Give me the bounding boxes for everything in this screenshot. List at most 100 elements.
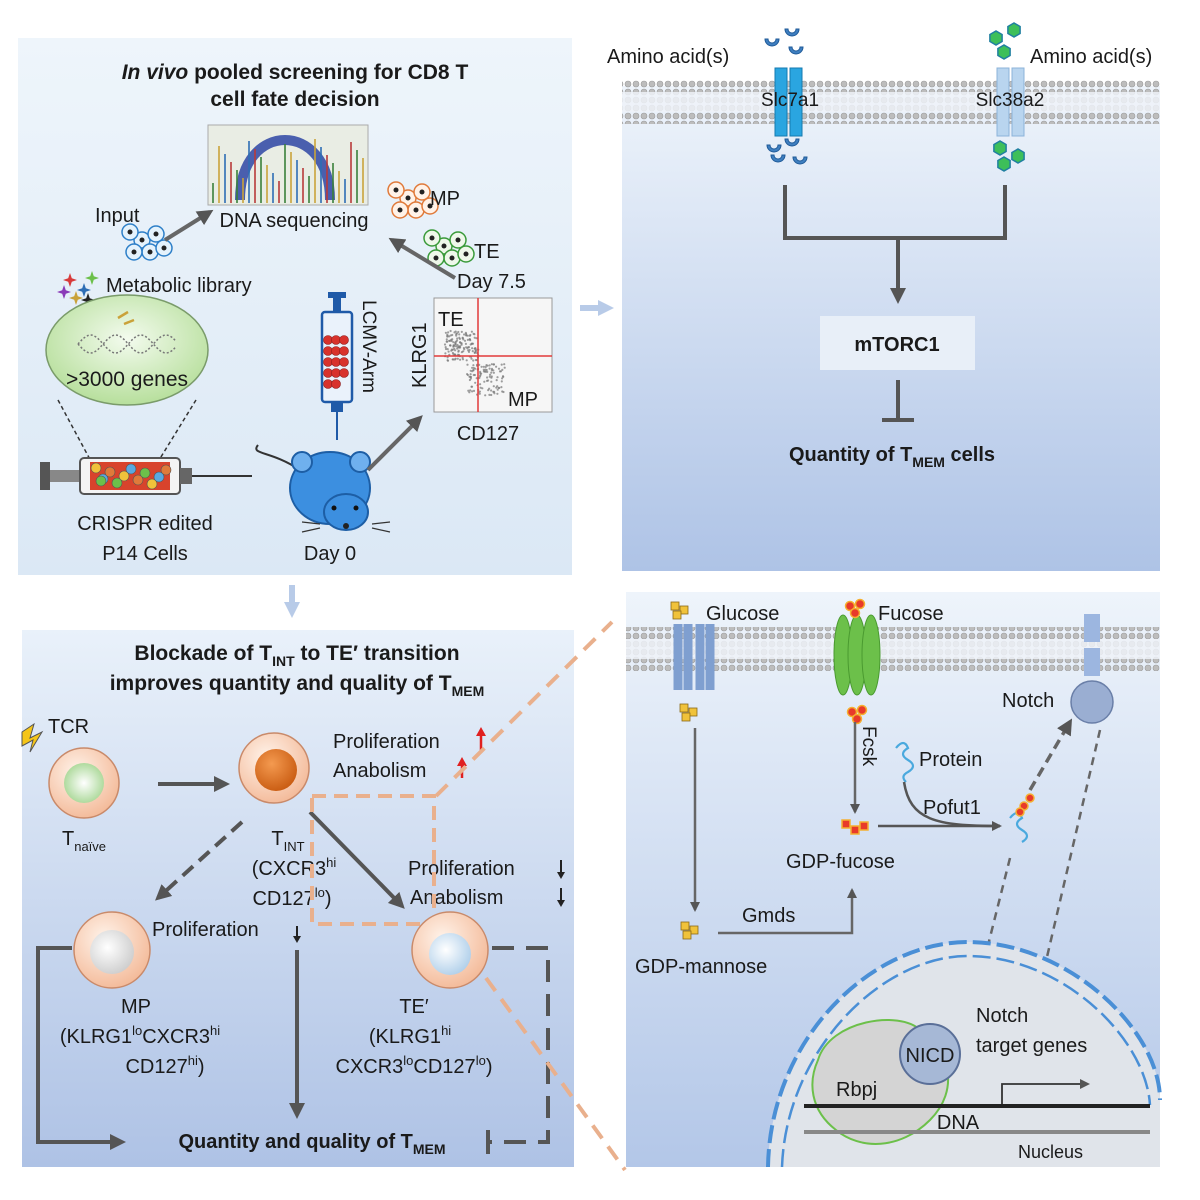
mp-label: MP xyxy=(430,188,460,210)
protein-label: Protein xyxy=(919,749,982,771)
amino-acid-right-label: Amino acid(s) xyxy=(1030,46,1152,68)
te-prime-label: TE′ xyxy=(399,996,429,1018)
gdp-mannose-label: GDP-mannose xyxy=(635,956,767,978)
gdp-mannose-icon xyxy=(680,921,699,940)
nucleus-membrane-outer xyxy=(766,939,1162,1168)
arrow-tint-to-te xyxy=(308,810,405,909)
mtorc1-label: mTORC1 xyxy=(854,334,939,356)
nucleus-label: Nucleus xyxy=(1018,1142,1083,1162)
scissors-icon xyxy=(117,310,135,326)
mtorc1-box xyxy=(820,316,975,370)
zoom-line-right xyxy=(155,399,197,466)
nicd-label: NICD xyxy=(906,1045,955,1067)
panel-b-amino-acids: Amino acid(s) Amino acid(s) Slc7a1 Slc38… xyxy=(607,22,1160,571)
nucleus-membrane-inner xyxy=(780,954,1152,1168)
mp-cell-label: MP xyxy=(121,996,151,1018)
nicd-protein xyxy=(899,1023,961,1085)
crispr-label-line2: P14 Cells xyxy=(102,543,188,565)
tint-nucleus xyxy=(255,749,297,791)
anabolism-up-label: Anabolism xyxy=(333,760,426,782)
protein-icon xyxy=(895,741,915,783)
mp-cell-cluster xyxy=(387,181,439,219)
transporter-connector xyxy=(783,185,1007,240)
panel-a-title-line2: cell fate decision xyxy=(210,88,379,111)
amino-acid-left-label: Amino acid(s) xyxy=(607,46,729,68)
glucose-icons xyxy=(670,601,698,722)
mp-klrg1-label: (KLRG1loCXCR3hi xyxy=(60,1023,220,1048)
metabolic-library-label: Metabolic library xyxy=(106,275,252,297)
arrow-input-to-sequencing xyxy=(163,209,214,242)
flow-cytometry-plot xyxy=(433,297,553,413)
proliferation-down-right-label: Proliferation xyxy=(408,858,515,880)
glucose-label: Glucose xyxy=(706,603,779,625)
tint-cd127-label: CD127lo) xyxy=(252,885,331,910)
gdp-fucose-icon xyxy=(841,819,869,835)
te-cell-cluster xyxy=(423,229,475,267)
arrow-to-notch-dashed xyxy=(1028,718,1073,791)
arrow-mouse-to-flow xyxy=(366,415,423,472)
metabolic-library-icon xyxy=(57,271,99,307)
flow-te-label: TE xyxy=(438,309,464,331)
mp-nucleus xyxy=(90,930,134,974)
amino-acid-hexagon-icons xyxy=(989,22,1025,172)
amino-acid-cup-icons xyxy=(764,28,808,165)
panel-c-transition: Blockade of TINT to TE′ transition impro… xyxy=(21,630,574,1167)
proliferation-up-label: Proliferation xyxy=(333,731,440,753)
dna-label: DNA xyxy=(937,1112,980,1134)
sequencing-image xyxy=(207,124,369,206)
lcmv-label: LCMV-Arm xyxy=(358,300,379,393)
panel-c-title-line2: improves quantity and quality of TMEM xyxy=(110,672,485,699)
input-label: Input xyxy=(95,205,140,227)
te-label: TE xyxy=(474,241,500,263)
notch-label: Notch xyxy=(1002,690,1054,712)
panel-a-screening: In vivo pooled screening for CD8 T cell … xyxy=(18,38,572,575)
arrow-gmds-to-gdpfucose xyxy=(838,888,857,935)
zoom-line-bottom xyxy=(484,976,627,1172)
rbpj-label: Rbpj xyxy=(836,1079,877,1101)
arrow-to-nucleus-right xyxy=(1032,729,1102,1006)
panel-c-title-line1: Blockade of TINT to TE′ transition xyxy=(134,642,459,669)
zoom-line-top xyxy=(434,620,614,798)
tcr-lightning-icon xyxy=(21,722,44,753)
crispr-syringe-icon xyxy=(40,457,252,495)
lcmv-syringe-icon xyxy=(320,292,354,440)
te-klrg1-label: (KLRG1hi xyxy=(369,1023,451,1048)
flow-mp-label: MP xyxy=(508,389,538,411)
zoom-box xyxy=(310,794,436,926)
gdp-fucose-label: GDP-fucose xyxy=(786,851,895,873)
gmds-label: Gmds xyxy=(742,905,795,927)
notch-target-label-2: target genes xyxy=(976,1035,1087,1057)
notch-target-label-1: Notch xyxy=(976,1005,1028,1027)
dna-sequencing-label: DNA sequencing xyxy=(220,210,369,232)
slc38a2-label: Slc38a2 xyxy=(976,90,1045,111)
slc7a1-label: Slc7a1 xyxy=(761,90,819,111)
quantity-quality-label: Quantity and quality of TMEM xyxy=(178,1131,445,1157)
slc38a2-transporter xyxy=(996,67,1010,137)
notch-receptor xyxy=(1070,614,1114,724)
day-0-label: Day 0 xyxy=(304,543,356,565)
genes-label: >3000 genes xyxy=(66,368,188,391)
te-cxcr3-cd127-label: CXCR3loCD127lo) xyxy=(336,1053,493,1078)
crispr-label-line1: CRISPR edited xyxy=(77,513,213,535)
quantity-tmem-label: Quantity of TMEM cells xyxy=(789,444,995,470)
fucose-icons xyxy=(844,598,868,725)
arrow-te-to-sequencing xyxy=(388,237,457,280)
panel-a-title: In vivo pooled screening for CD8 T xyxy=(122,61,469,84)
te-to-quality-dashed-path xyxy=(488,946,550,1144)
naive-nucleus xyxy=(64,763,104,803)
mp-cd127-label: CD127hi) xyxy=(125,1053,204,1078)
cd127-axis-label: CD127 xyxy=(457,423,519,445)
pofut1-label: Pofut1 xyxy=(923,797,981,819)
slc7a1-transporter xyxy=(774,67,788,137)
glucose-transporter xyxy=(673,624,715,690)
anabolism-down-label: Anabolism xyxy=(410,887,503,909)
gene-library-oval xyxy=(45,294,209,406)
tint-cxcr3-label: (CXCR3hi xyxy=(252,855,337,880)
fucose-transporter xyxy=(833,614,881,696)
zoom-line-left xyxy=(57,399,94,466)
mouse-icon xyxy=(255,444,391,533)
input-cell-cluster xyxy=(121,223,173,261)
klrg1-axis-label: KLRG1 xyxy=(409,322,431,388)
tcr-label: TCR xyxy=(48,716,89,738)
